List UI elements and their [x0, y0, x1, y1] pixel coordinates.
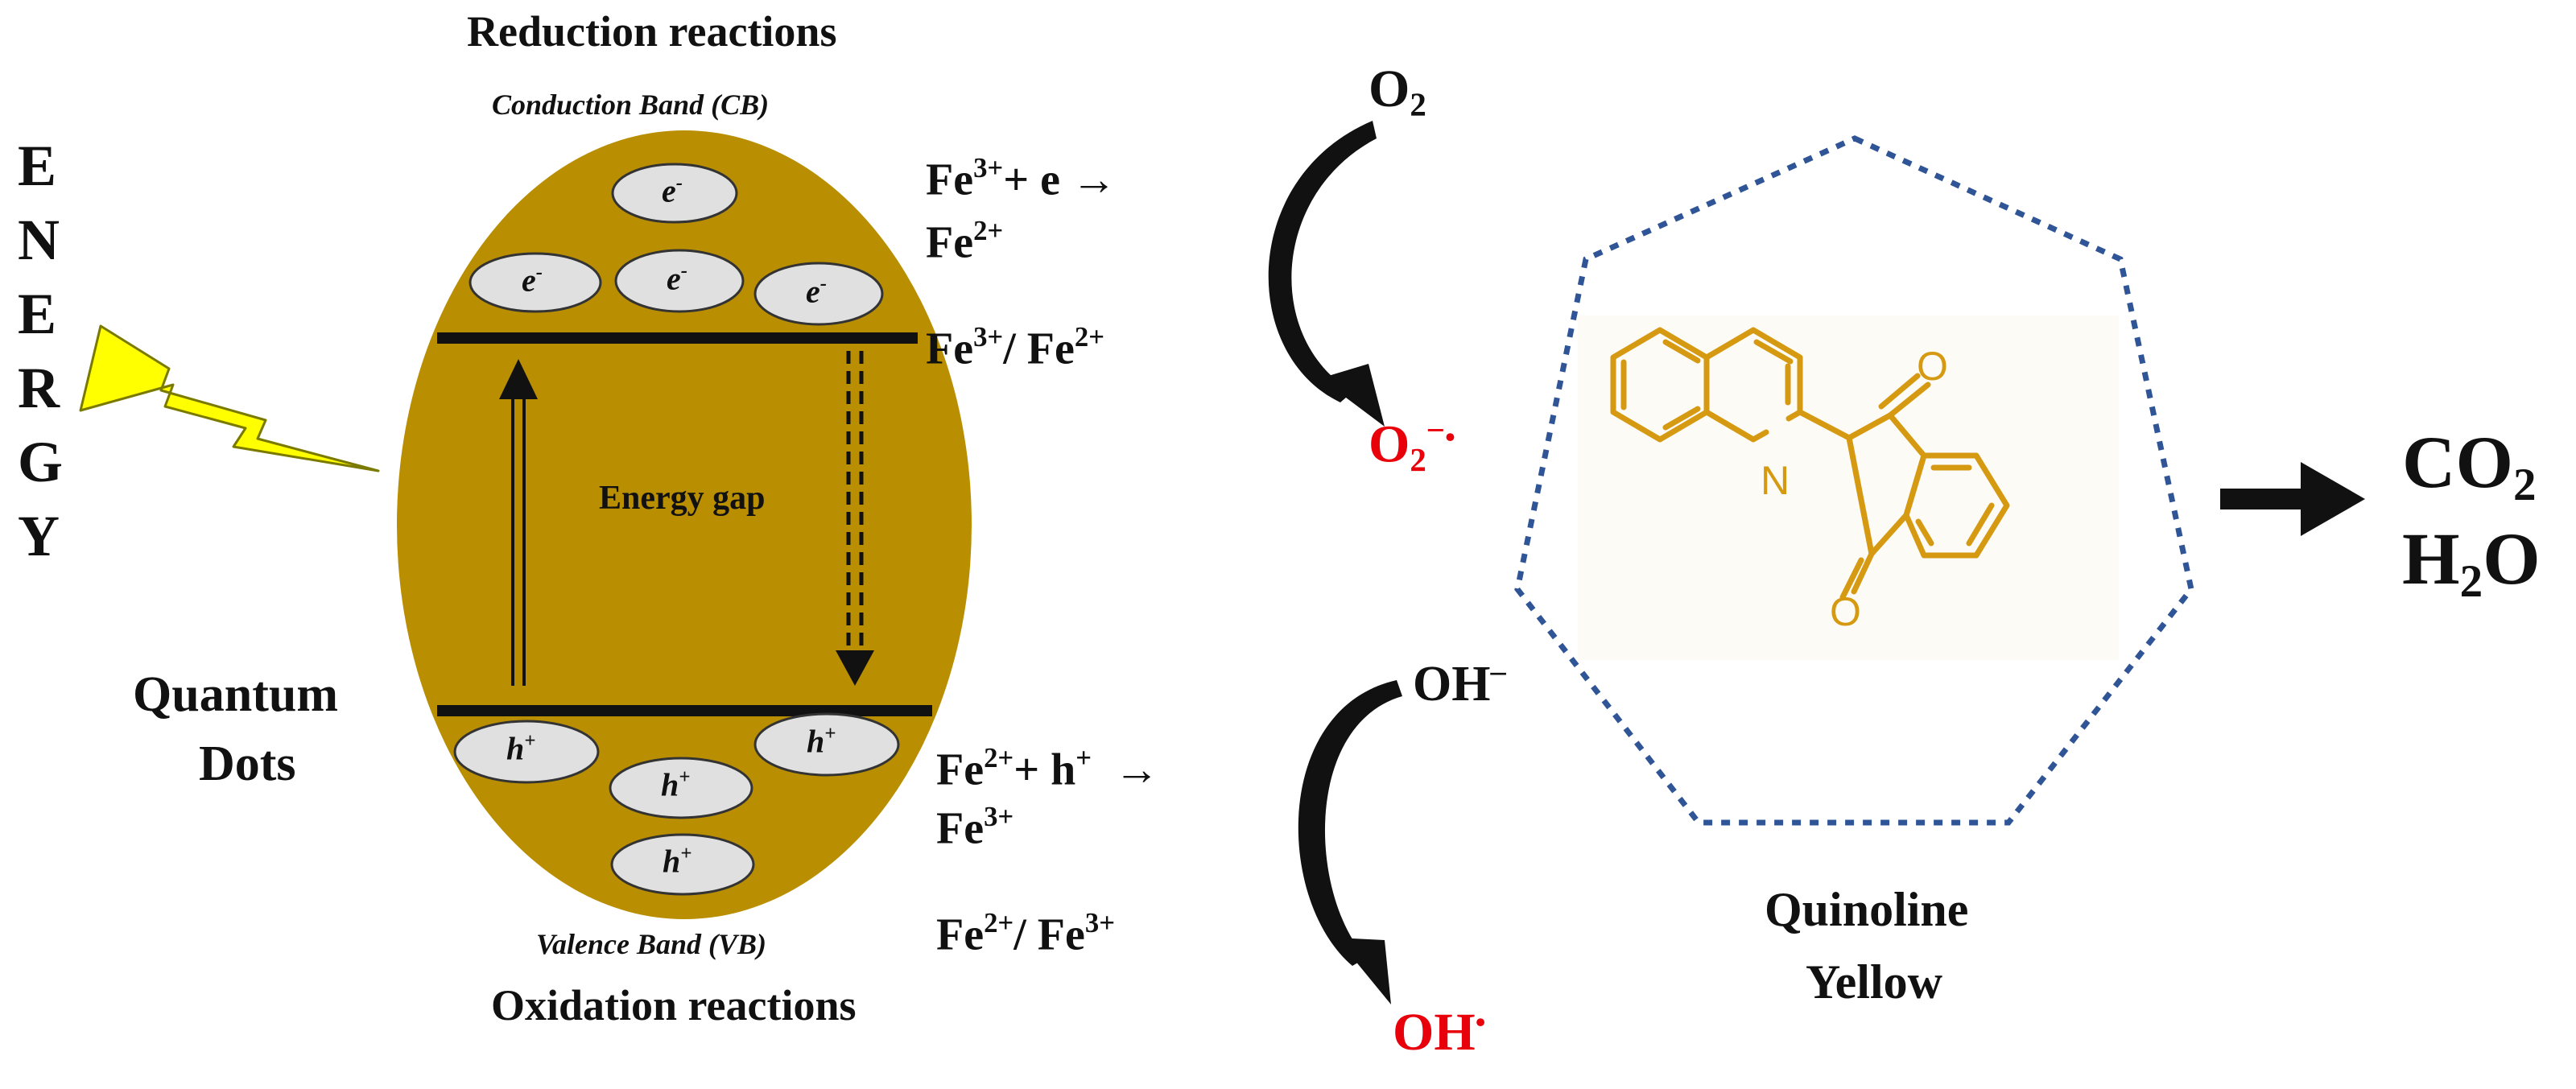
energy-letter: E: [18, 134, 57, 198]
reduction-reactions-title: Reduction reactions: [467, 7, 837, 56]
oxidation-equation-line1: Fe2++ h+ →: [936, 742, 1160, 795]
energy-letter: E: [18, 282, 57, 346]
lightning-bolt-icon: [79, 324, 380, 472]
quantum-dots-label-line1: Quantum: [133, 667, 338, 722]
nitrogen-atom-label: N: [1761, 458, 1790, 503]
energy-letter: G: [18, 430, 64, 494]
oxidation-curved-arrowhead: [1336, 938, 1391, 1004]
electrons: [469, 163, 884, 326]
hole: [609, 757, 753, 819]
energy-gap-label: Energy gap: [599, 480, 766, 517]
energy-letter: N: [18, 208, 60, 272]
heptagon-boundary: [1514, 135, 2194, 826]
product-co2: CO2: [2402, 421, 2537, 510]
hydroxyl-radical: OH•: [1393, 1003, 1486, 1062]
hydroxide-ion: OH–: [1413, 654, 1506, 712]
electron: [614, 249, 745, 313]
recombination-arrow: [836, 351, 874, 686]
excitation-arrow: [499, 359, 538, 686]
holes: [453, 712, 900, 896]
electron: [469, 252, 602, 313]
electron: [753, 262, 884, 326]
hole-label: h+: [661, 766, 691, 803]
molecule-background: [1578, 316, 2119, 660]
oxygen-molecule: O2: [1368, 60, 1426, 123]
reduction-curved-arrowhead: [1320, 364, 1385, 427]
valence-band-label: Valence Band (VB): [536, 928, 767, 960]
reduction-equation-line2: Fe2+: [926, 215, 1004, 268]
oxidation-curved-arrow: [1298, 680, 1402, 966]
oxygen-atom-label-bottom: O: [1830, 589, 1861, 634]
hole-label: h+: [807, 723, 836, 760]
electron: [611, 163, 738, 224]
dye-name-line2: Yellow: [1806, 955, 1942, 1009]
superoxide-radical: O2−•: [1368, 412, 1455, 478]
vb-redox-couple: Fe2+/ Fe3+: [936, 907, 1115, 960]
oxygen-atom-label-top: O: [1917, 344, 1948, 389]
hole-label: h+: [506, 730, 536, 767]
hole-label: h+: [663, 843, 692, 880]
quinoline-yellow-structure: [1610, 327, 2010, 600]
energy-letter: R: [18, 356, 60, 420]
energy-letter: Y: [18, 504, 60, 568]
electron-label: e-: [522, 262, 543, 299]
hole: [753, 712, 900, 777]
reduction-equation-line1: Fe3++ e →: [926, 152, 1117, 205]
hole: [453, 720, 600, 784]
oxidation-equation-line2: Fe3+: [936, 801, 1014, 854]
oxidation-reactions-title: Oxidation reactions: [491, 981, 857, 1029]
electron-label: e-: [662, 172, 683, 209]
electron-label: e-: [806, 273, 828, 310]
electron-label: e-: [667, 260, 688, 297]
hole: [610, 833, 755, 896]
product-arrowhead: [2301, 462, 2365, 536]
reduction-curved-arrow: [1268, 121, 1377, 402]
conduction-band-label: Conduction Band (CB): [492, 89, 770, 121]
dye-name-line1: Quinoline: [1765, 883, 1969, 936]
quantum-dots-label-line2: Dots: [199, 736, 296, 791]
cb-redox-couple: Fe3+/ Fe2+: [926, 321, 1104, 374]
product-h2o: H2O: [2402, 518, 2541, 607]
